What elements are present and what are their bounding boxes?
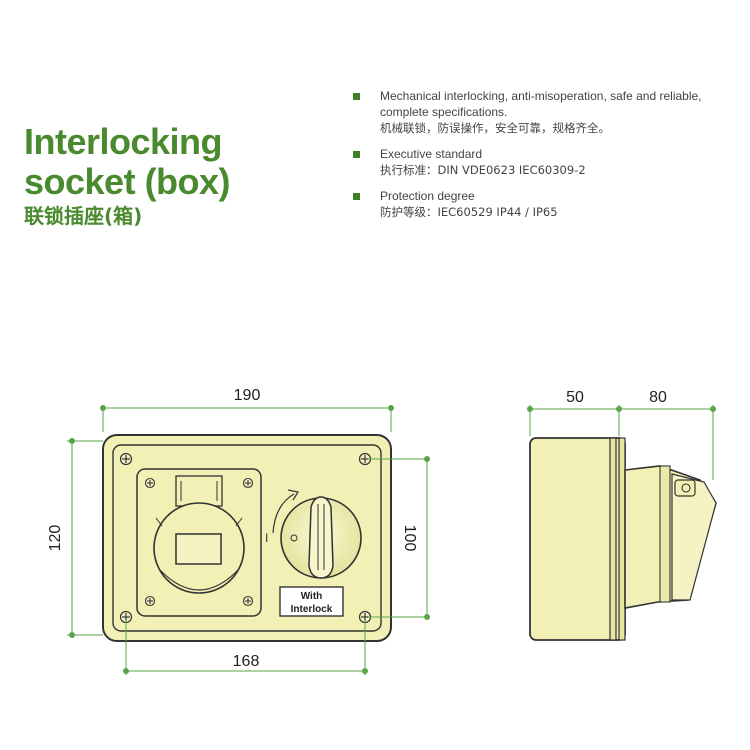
interlock-badge: With Interlock [279,586,344,617]
spec-text: complete specifications. [380,105,508,119]
badge-line-2: Interlock [291,604,333,615]
front-dimensions [67,405,430,675]
spec-text: Protection degree [380,189,475,203]
square-bullet-icon [353,193,360,200]
dimension-190: 190 [234,387,261,404]
spec-text-cn: 机械联锁，防误操作，安全可靠，规格齐全。 [380,121,610,135]
side-view [529,437,717,641]
dimension-50: 50 [566,389,584,406]
spec-text: Mechanical interlocking, anti-misoperati… [380,89,702,103]
spec-list: Mechanical interlocking, anti-misoperati… [353,88,743,230]
square-bullet-icon [353,93,360,100]
dimension-80: 80 [649,389,667,406]
box-inner-frame [112,444,382,632]
dimension-100: 100 [401,525,418,552]
badge-line-1: With [301,591,323,602]
spec-item-protection: Protection degree 防护等级：IEC60529 IP44 / I… [353,188,743,220]
svg-text:I: I [265,531,268,545]
socket-module [136,468,262,617]
spec-text-cn: 防护等级：IEC60529 IP44 / IP65 [380,205,558,219]
dimension-168: 168 [233,653,260,670]
spec-item-standard: Executive standard 执行标准：DIN VDE0623 IEC6… [353,146,743,178]
spec-text-cn: 执行标准：DIN VDE0623 IEC60309-2 [380,163,586,177]
dimension-120: 120 [47,525,64,552]
side-dimensions [527,405,716,480]
spec-item-mechanical: Mechanical interlocking, anti-misoperati… [353,88,743,136]
title-line-1: Interlocking [24,121,223,162]
title-chinese: 联锁插座(箱) [24,204,143,228]
title-block: Interlocking socket (box) 联锁插座(箱) [24,121,231,230]
title-line-2: socket (box) [24,161,231,202]
rotary-switch-knob [280,496,362,579]
square-bullet-icon [353,151,360,158]
front-view: I With Interlock [102,434,392,642]
spec-text: Executive standard [380,147,483,161]
